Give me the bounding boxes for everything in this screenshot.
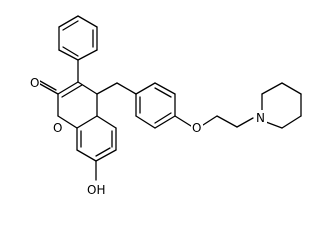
hydroxyl-label: OH [87, 183, 105, 197]
piperidine-ring [261, 82, 302, 129]
methylene-bond [116, 82, 137, 95]
nitrogen-label: N [256, 111, 265, 125]
benzyl-ring [135, 82, 176, 129]
ether-oxygen-label: O [192, 121, 201, 135]
ethoxy-chain [174, 115, 254, 128]
atom-labels: O O O OH N [28, 75, 267, 197]
ring-oxygen-label: O [53, 121, 62, 135]
benzo-ring [76, 93, 117, 181]
chemical-structure-diagram: O O O OH N [28, 15, 302, 197]
pyranone-ring [39, 59, 98, 129]
phenyl-ring [58, 15, 98, 61]
methylene-bond [96, 82, 118, 95]
carbonyl-oxygen-label: O [30, 76, 39, 90]
